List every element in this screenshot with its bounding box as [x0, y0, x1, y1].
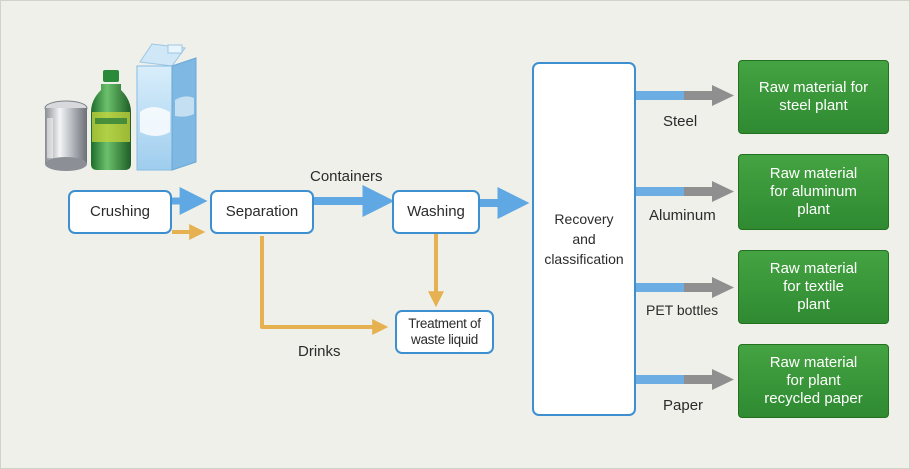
- separation-box: Separation: [210, 190, 314, 234]
- steel-label: Steel: [663, 113, 698, 130]
- containers-label: Containers: [310, 168, 383, 185]
- carton-icon: [136, 43, 197, 171]
- separation-label: Separation: [225, 203, 299, 220]
- paper-label: Paper: [663, 397, 704, 414]
- steel-output-arrow: [636, 85, 734, 106]
- can-icon: [44, 100, 88, 171]
- treatment-label: Treatment of waste liquid: [408, 316, 481, 347]
- aluminum-plant-label: Raw material for aluminum plant: [769, 165, 858, 218]
- aluminum-output-arrow: [636, 181, 734, 202]
- steel-plant-box: Raw material for steel plant: [738, 60, 889, 134]
- washing-box: Washing: [392, 190, 480, 234]
- waste-liquid-treatment-box: Treatment of waste liquid: [395, 310, 494, 354]
- textile-plant-box: Raw material for textile plant: [738, 250, 889, 324]
- textile-plant-label: Raw material for textile plant: [769, 260, 858, 313]
- drinks-label: Drinks: [298, 343, 341, 360]
- recycled-paper-plant-box: Raw material for plant recycled paper: [738, 344, 889, 418]
- pet-output-arrow: [636, 277, 734, 298]
- crushing-label: Crushing: [89, 203, 151, 220]
- recycled-paper-plant-label: Raw material for plant recycled paper: [764, 354, 863, 407]
- recovery-classification-box: Recovery and classification: [532, 62, 636, 416]
- drinks-arrow: [260, 236, 389, 335]
- recovery-label: Recovery and classification: [544, 210, 624, 268]
- aluminum-label: Aluminum: [649, 207, 716, 224]
- washing-label: Washing: [407, 203, 465, 220]
- pet-bottle-icon: [91, 70, 131, 170]
- paper-output-arrow: [636, 369, 734, 390]
- pet-bottles-label: PET bottles: [646, 302, 719, 318]
- aluminum-plant-box: Raw material for aluminum plant: [738, 154, 889, 230]
- crushing-box: Crushing: [68, 190, 172, 234]
- steel-plant-label: Raw material for steel plant: [758, 79, 869, 114]
